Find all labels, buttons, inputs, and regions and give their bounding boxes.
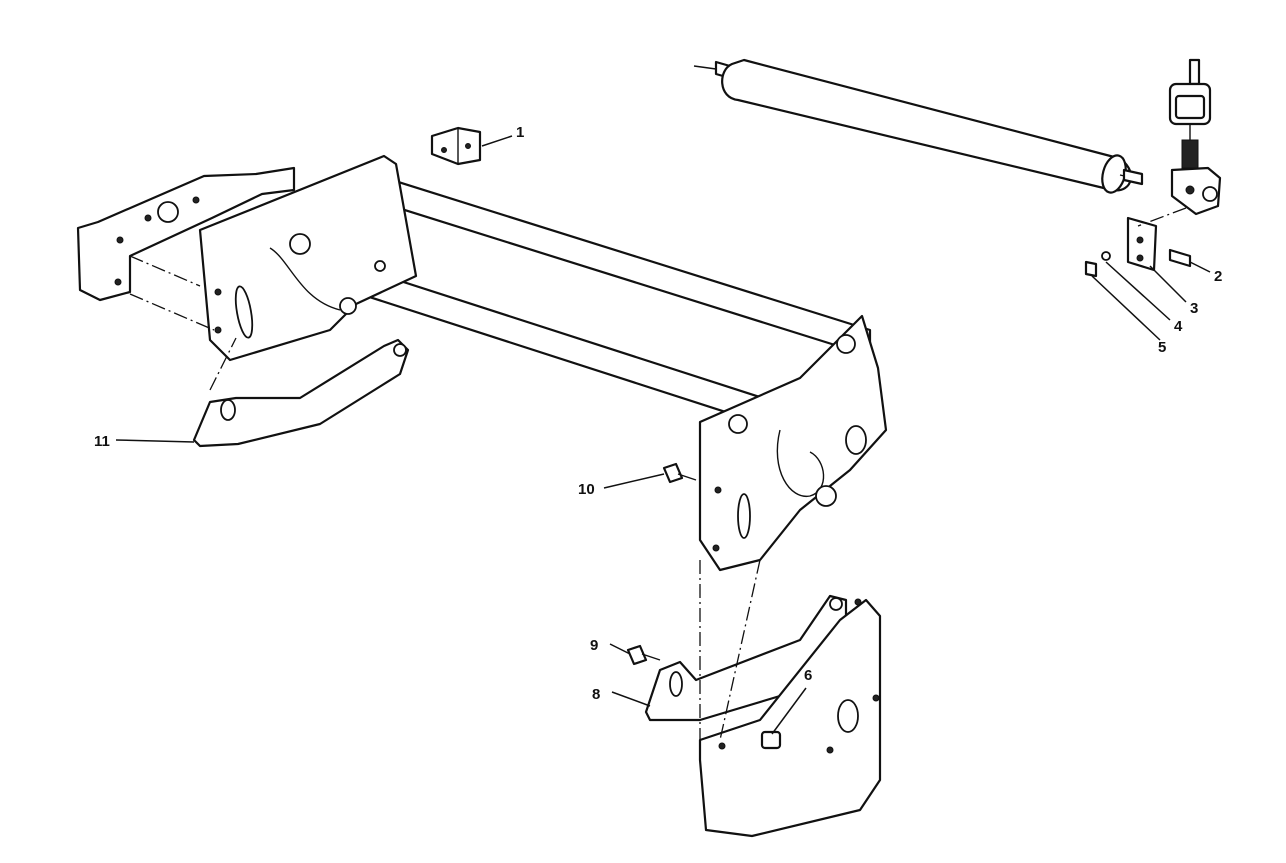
screw-10: [662, 462, 697, 484]
callout-6: 6: [804, 667, 812, 684]
callout-5: 5: [1158, 339, 1166, 356]
callout-11: 11: [94, 433, 110, 450]
right-outer-bracket: [698, 559, 882, 838]
callout-1: 1: [516, 124, 524, 141]
callout-2: 2: [1214, 268, 1222, 285]
callout-9: 9: [590, 637, 598, 654]
callout-10: 10: [578, 481, 595, 498]
leader-lines: [115, 135, 1211, 735]
adjuster-bracket: [1084, 207, 1192, 278]
callout-3: 3: [1190, 300, 1198, 317]
nut: [760, 730, 782, 750]
angle-bracket: [430, 126, 482, 166]
callout-8: 8: [592, 686, 600, 703]
left-side-plate: [198, 154, 418, 362]
left-lower-arm: [192, 337, 410, 448]
callout-labels: 1 2 3 4 5 6 8 9 10 11: [94, 124, 1222, 703]
callout-4: 4: [1174, 318, 1183, 335]
roller: [693, 58, 1144, 194]
tension-adjuster: [1168, 58, 1222, 216]
screw-9: [626, 644, 661, 666]
left-outer-bracket: [76, 166, 296, 331]
right-side-plate: [698, 314, 888, 572]
